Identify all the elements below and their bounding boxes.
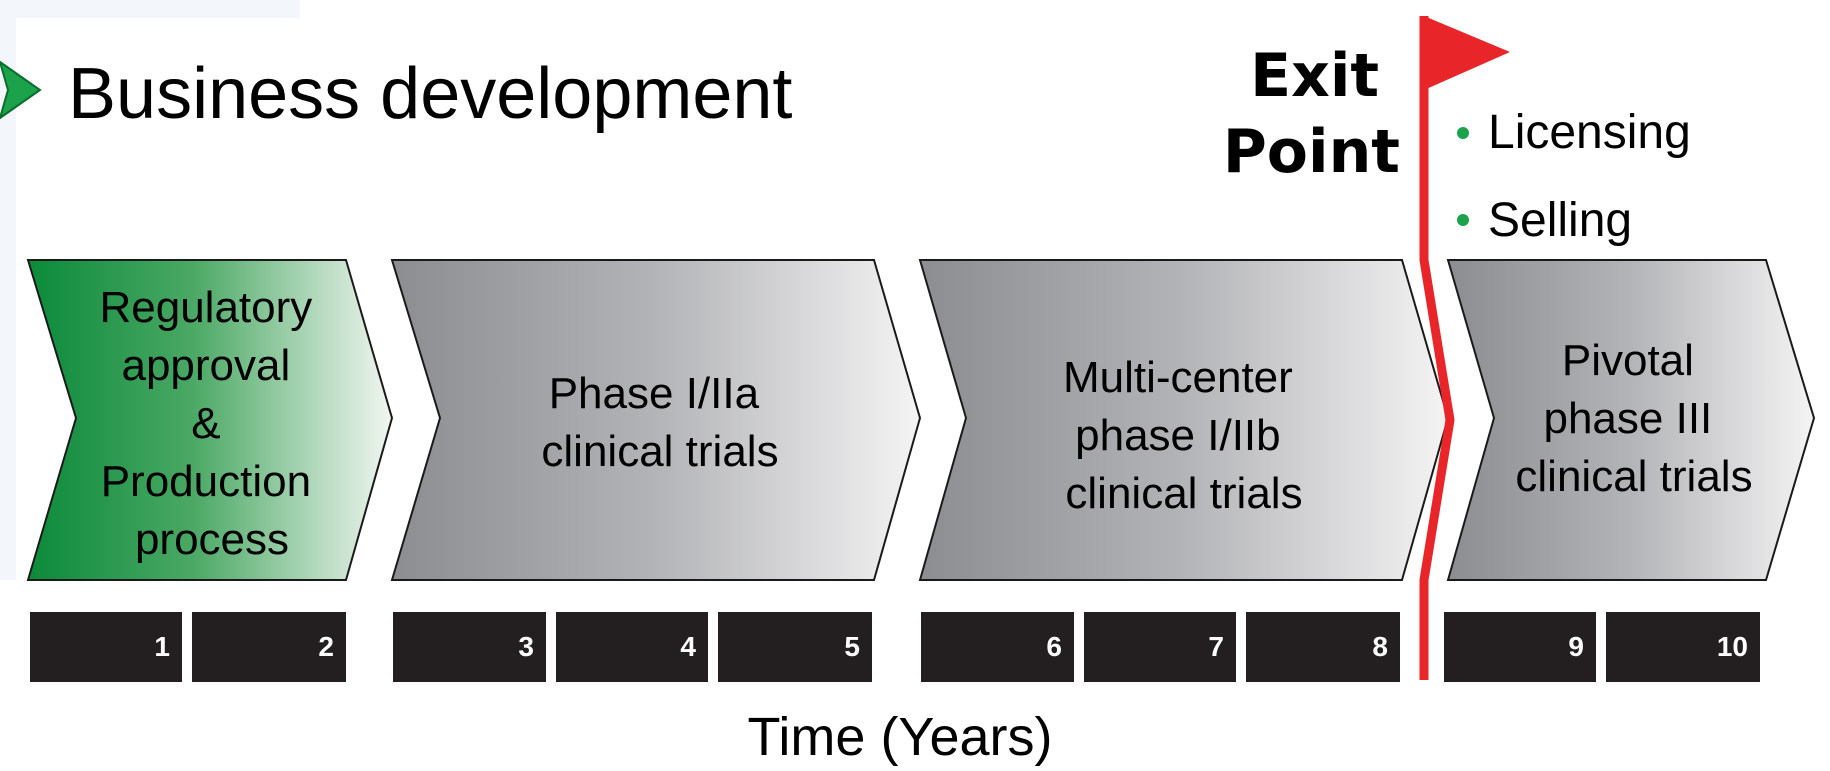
exit-flag-icon bbox=[1424, 16, 1510, 90]
year-label-2: 2 bbox=[318, 631, 334, 662]
year-timeline: 1 2 3 4 5 6 7 8 9 10 bbox=[30, 612, 1760, 682]
exit-point-label: Exit Point bbox=[1223, 41, 1400, 187]
stage-1-line-1: Regulatory bbox=[99, 283, 312, 332]
stage-1-line-2: approval bbox=[121, 341, 290, 390]
background-panel-top bbox=[0, 0, 300, 18]
arrow-bullet-icon bbox=[0, 60, 42, 120]
year-label-8: 8 bbox=[1372, 631, 1388, 662]
stage-3-line-3: clinical trials bbox=[1065, 469, 1302, 518]
year-box-1 bbox=[30, 612, 182, 682]
background-panel-left bbox=[0, 0, 16, 580]
stage-2-line-1: Phase I/IIa bbox=[549, 369, 760, 418]
exit-option-licensing: Licensing bbox=[1488, 106, 1691, 159]
exit-point-line-1: Exit bbox=[1250, 41, 1379, 111]
exit-point-line-2: Point bbox=[1223, 117, 1400, 187]
bullet-dot-icon bbox=[1457, 214, 1469, 226]
year-box-3 bbox=[393, 612, 546, 682]
year-label-10: 10 bbox=[1717, 631, 1748, 662]
year-label-4: 4 bbox=[680, 631, 696, 662]
stage-3-line-1: Multi-center bbox=[1063, 353, 1293, 402]
page-title: Business development bbox=[68, 54, 792, 134]
stage-chevron-4 bbox=[1446, 259, 1816, 581]
year-box-9 bbox=[1444, 612, 1596, 682]
year-label-1: 1 bbox=[154, 631, 170, 662]
year-label-6: 6 bbox=[1046, 631, 1062, 662]
stage-3-line-2: phase I/IIb bbox=[1075, 411, 1280, 460]
exit-option-selling: Selling bbox=[1488, 194, 1632, 247]
year-label-3: 3 bbox=[518, 631, 534, 662]
stage-4-line-1: Pivotal bbox=[1562, 336, 1694, 385]
exit-flag-pole bbox=[1419, 16, 1455, 680]
time-axis-label: Time (Years) bbox=[747, 707, 1052, 767]
year-box-7 bbox=[1084, 612, 1236, 682]
year-label-5: 5 bbox=[844, 631, 860, 662]
year-box-6 bbox=[921, 612, 1074, 682]
year-box-8 bbox=[1246, 612, 1400, 682]
year-box-2 bbox=[192, 612, 346, 682]
stage-chevron-1 bbox=[26, 259, 394, 581]
year-box-5 bbox=[718, 612, 872, 682]
year-box-10 bbox=[1606, 612, 1760, 682]
stage-4-line-3: clinical trials bbox=[1515, 452, 1752, 501]
bullet-dot-icon bbox=[1457, 127, 1469, 139]
year-label-7: 7 bbox=[1208, 631, 1224, 662]
stage-4-line-2: phase III bbox=[1543, 394, 1712, 443]
year-box-4 bbox=[556, 612, 708, 682]
year-label-9: 9 bbox=[1568, 631, 1584, 662]
stage-chevron-2 bbox=[390, 259, 922, 581]
stage-label-4: Pivotal phase III clinical trials bbox=[1515, 336, 1752, 501]
stage-1-line-4: Production bbox=[101, 457, 311, 506]
stage-label-3: Multi-center phase I/IIb clinical trials bbox=[1063, 353, 1305, 518]
stage-1-line-5: process bbox=[135, 515, 289, 564]
stage-chevron-3 bbox=[918, 259, 1450, 581]
stage-1-line-3: & bbox=[191, 399, 220, 448]
stage-2-line-2: clinical trials bbox=[541, 427, 778, 476]
stage-label-1: Regulatory approval & Production process bbox=[99, 283, 324, 564]
stage-label-2: Phase I/IIa clinical trials bbox=[541, 369, 778, 476]
